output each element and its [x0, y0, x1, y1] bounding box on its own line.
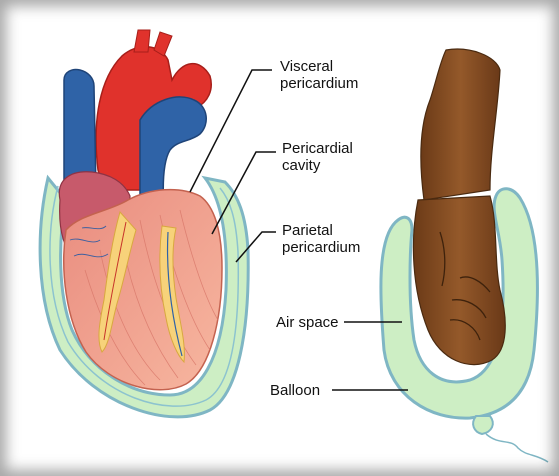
cavity-label-line2: cavity [282, 157, 353, 174]
parietal-label-line1: Parietal [282, 222, 360, 239]
balloon-knot-shape [473, 416, 493, 434]
fist-shape [413, 196, 505, 365]
aortic-branch-shape [134, 30, 150, 52]
pericardial-cavity-label: Pericardial cavity [282, 140, 353, 174]
balloon-label: Balloon [270, 382, 320, 399]
visceral-label-line1: Visceral [280, 58, 358, 75]
balloon-string [486, 434, 548, 462]
visceral-label-line2: pericardium [280, 75, 358, 92]
arm-shape [421, 49, 500, 200]
cavity-label-line1: Pericardial [282, 140, 353, 157]
parietal-label-line2: pericardium [282, 239, 360, 256]
air-space-label: Air space [276, 314, 339, 331]
visceral-pericardium-label: Visceral pericardium [280, 58, 358, 92]
balloon-analogy-illustration [381, 49, 548, 462]
parietal-pericardium-label: Parietal pericardium [282, 222, 360, 256]
